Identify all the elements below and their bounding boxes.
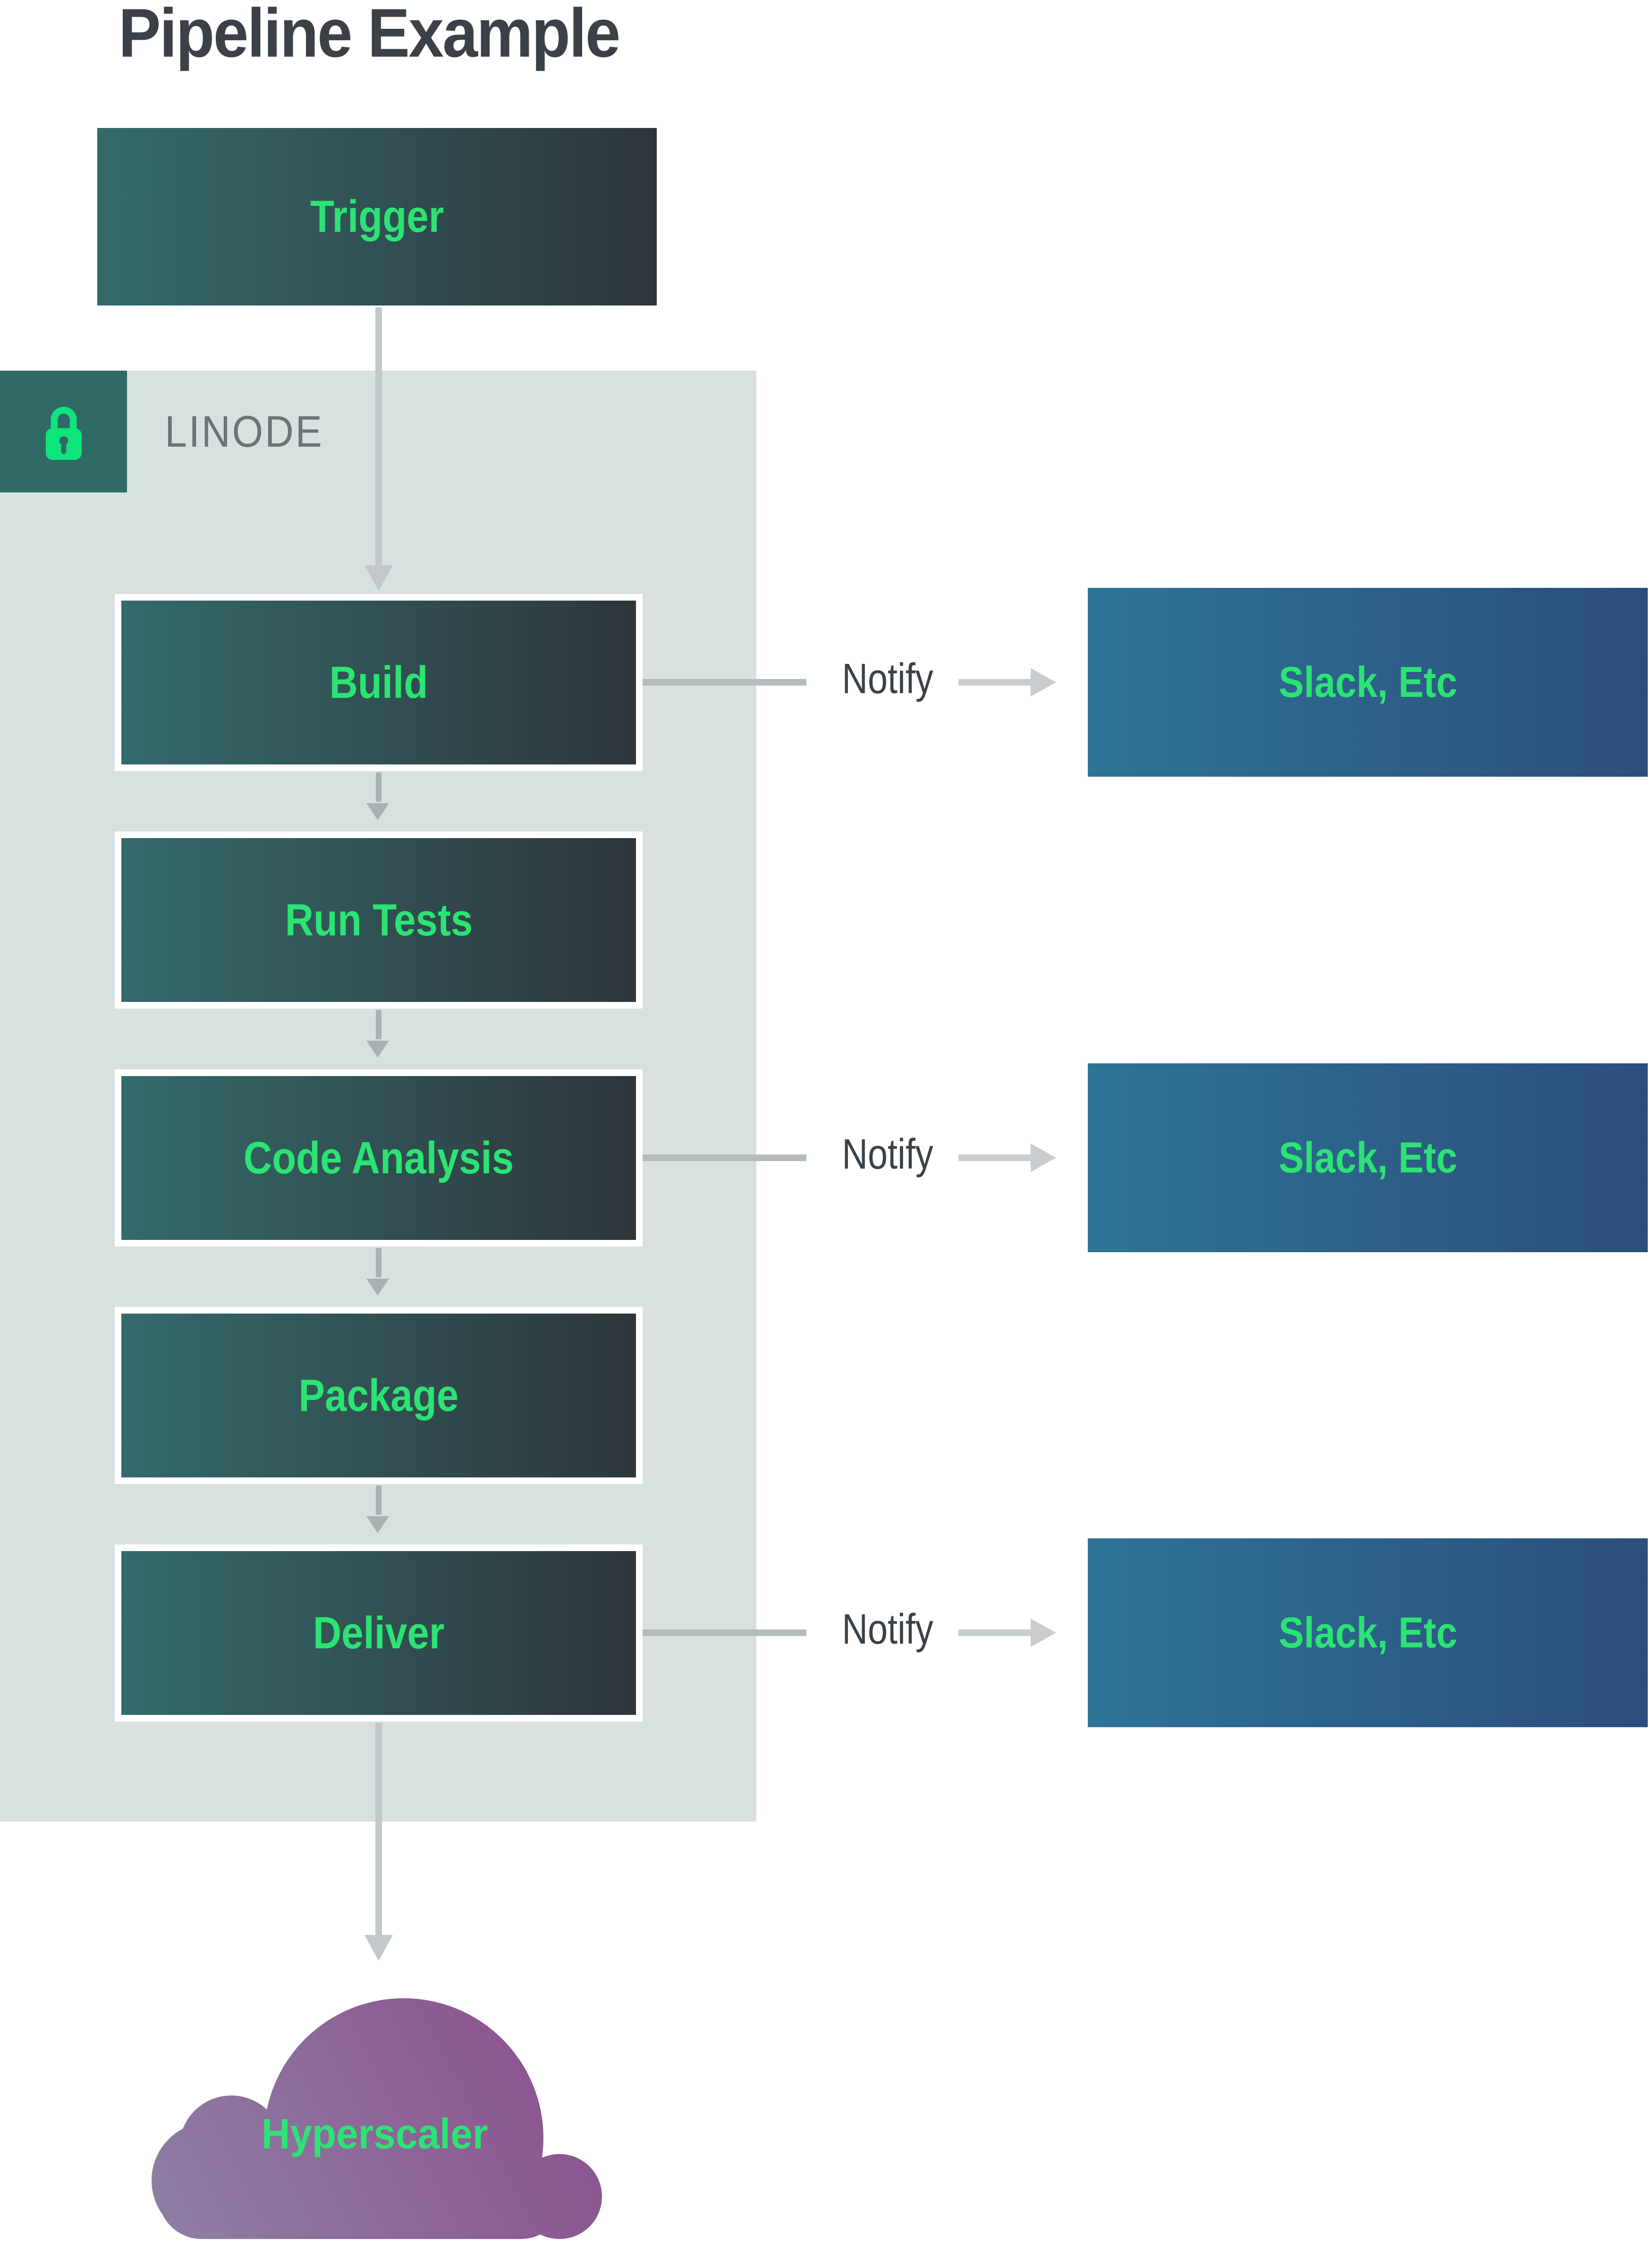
notify-connector-line	[643, 1154, 806, 1161]
notify-arrow-line	[958, 1154, 1031, 1161]
down-arrow-icon	[364, 565, 393, 591]
trigger-box: Trigger	[97, 128, 657, 305]
hyperscaler-label: Hyperscaler	[262, 2110, 488, 2158]
down-arrow-icon	[366, 1516, 389, 1533]
slack-box-code-analysis: Slack, Etc	[1088, 1063, 1648, 1252]
slack-label: Slack, Etc	[1278, 1608, 1457, 1657]
stage-package-inner: Package	[121, 1314, 636, 1477]
down-arrow-icon	[366, 803, 389, 820]
page-title: Pipeline Example	[119, 0, 620, 71]
slack-box-build: Slack, Etc	[1088, 588, 1648, 777]
lock-icon	[45, 407, 82, 460]
trigger-arrow-line	[375, 307, 382, 565]
trigger-label: Trigger	[310, 191, 444, 242]
notify-arrow-line	[958, 679, 1031, 686]
stage-arrow-line	[376, 1010, 381, 1039]
stage-package: Package	[115, 1307, 643, 1484]
slack-label: Slack, Etc	[1278, 1133, 1457, 1182]
down-arrow-icon	[364, 1935, 393, 1961]
stage-package-label: Package	[298, 1370, 459, 1421]
stage-code-analysis-label: Code Analysis	[243, 1132, 514, 1183]
notify-connector-line	[643, 679, 806, 686]
stage-build-inner: Build	[121, 601, 636, 764]
notify-connector-line	[643, 1629, 806, 1636]
right-arrow-icon	[1031, 668, 1056, 696]
stage-arrow-line	[376, 1248, 381, 1277]
stage-deliver-label: Deliver	[313, 1607, 445, 1658]
notify-arrow-line	[958, 1629, 1031, 1636]
deliver-arrow-line	[375, 1722, 382, 1935]
right-arrow-icon	[1031, 1619, 1056, 1647]
linode-panel-label: LINODE	[165, 407, 324, 456]
stage-code-analysis-inner: Code Analysis	[121, 1076, 636, 1240]
slack-box-deliver: Slack, Etc	[1088, 1538, 1648, 1727]
cloud-label-wrap: Hyperscaler	[144, 1996, 606, 2239]
stage-deliver-inner: Deliver	[121, 1551, 636, 1715]
stage-run-tests-inner: Run Tests	[121, 838, 636, 1002]
stage-arrow-line	[376, 772, 381, 802]
stage-deliver: Deliver	[115, 1544, 643, 1722]
slack-label: Slack, Etc	[1278, 658, 1457, 706]
notify-label: Notify	[842, 655, 933, 703]
lock-badge	[0, 371, 127, 492]
notify-label: Notify	[842, 1131, 933, 1178]
cloud-icon	[152, 1998, 602, 2239]
down-arrow-icon	[366, 1041, 389, 1058]
stage-run-tests-label: Run Tests	[285, 894, 473, 945]
notify-label: Notify	[842, 1606, 933, 1653]
stage-build: Build	[115, 594, 643, 771]
right-arrow-icon	[1031, 1144, 1056, 1172]
stage-code-analysis: Code Analysis	[115, 1069, 643, 1247]
down-arrow-icon	[366, 1279, 389, 1296]
stage-run-tests: Run Tests	[115, 831, 643, 1009]
stage-arrow-line	[376, 1485, 381, 1515]
stage-build-label: Build	[329, 657, 428, 708]
